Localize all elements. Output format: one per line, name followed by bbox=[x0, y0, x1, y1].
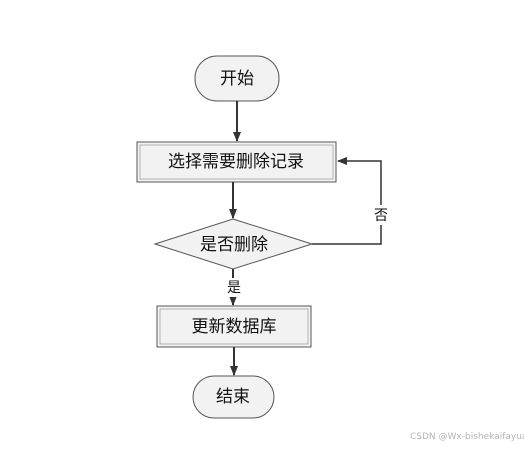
yes-branch-label: 是 bbox=[227, 280, 241, 296]
delete-decision-node: 是否删除 bbox=[153, 218, 314, 270]
no-label-bg bbox=[372, 205, 390, 225]
no-branch-label: 否 bbox=[374, 208, 388, 224]
csdn-watermark: CSDN @Wx-bishekaifayuan bbox=[410, 432, 524, 442]
yes-label-bg bbox=[225, 278, 243, 297]
select-record-node: 选择需要删除记录 bbox=[136, 141, 337, 183]
end-label: 结束 bbox=[216, 387, 250, 407]
start-label: 开始 bbox=[220, 69, 254, 89]
select-record-label: 选择需要删除记录 bbox=[168, 152, 304, 172]
end-node: 结束 bbox=[192, 375, 275, 419]
update-database-node: 更新数据库 bbox=[156, 305, 312, 348]
arrow-no-loop-back bbox=[312, 157, 382, 245]
update-database-label: 更新数据库 bbox=[192, 317, 277, 337]
decision-label: 是否删除 bbox=[200, 235, 268, 255]
start-node: 开始 bbox=[194, 55, 280, 102]
